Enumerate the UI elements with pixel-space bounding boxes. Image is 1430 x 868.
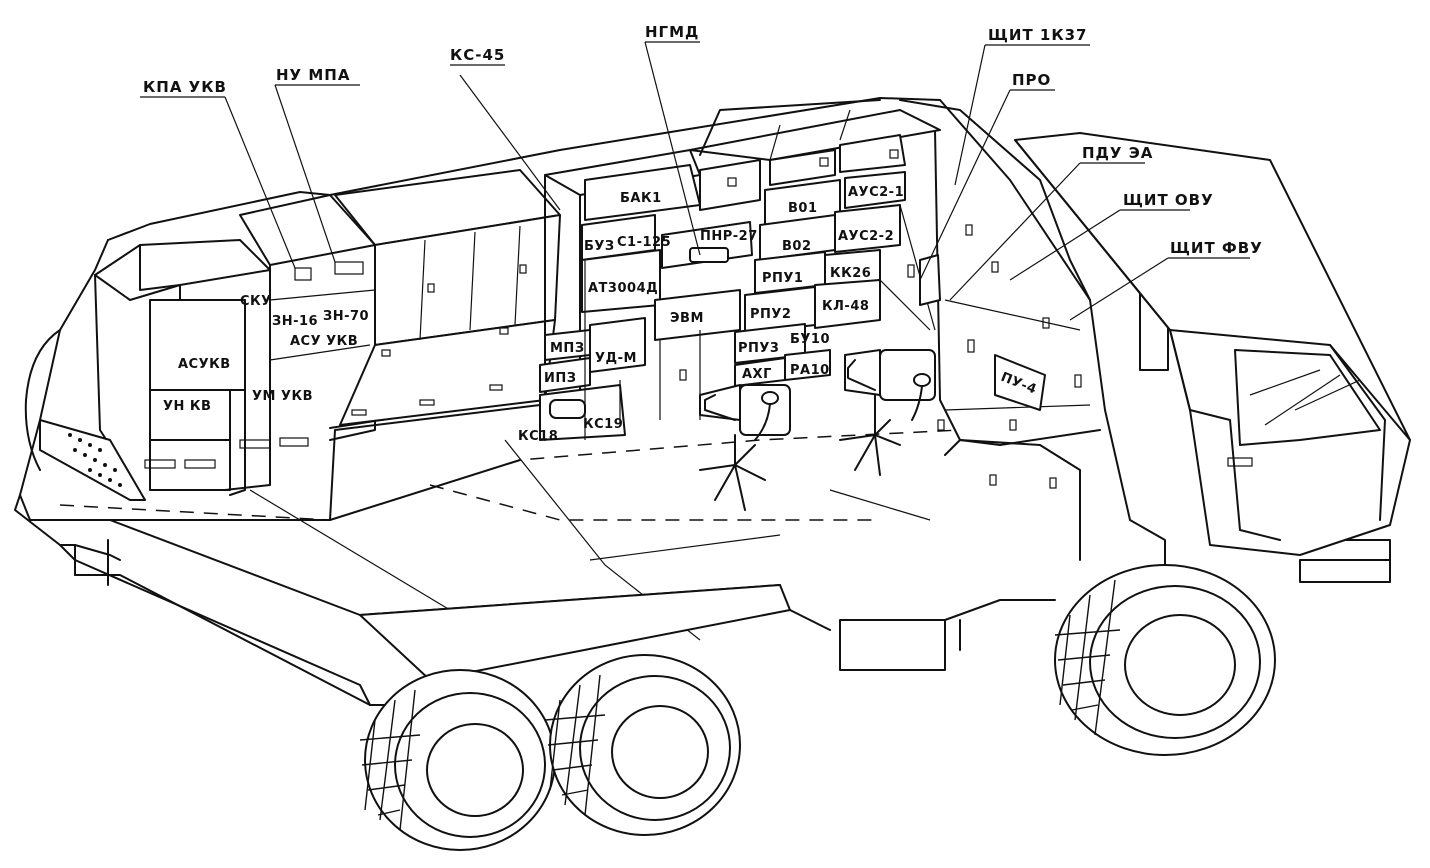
unit-bu10: БУ10 <box>790 332 830 347</box>
unit-ud-m: УД-М <box>595 351 637 366</box>
unit-um-ukv: УМ УКВ <box>252 389 313 404</box>
callout-pdu-ea: ПДУ ЭА <box>1082 144 1153 162</box>
unit-un-kv: УН КВ <box>163 399 211 414</box>
unit-kk26: КК26 <box>830 266 871 281</box>
unit-zn16: ЗН-16 <box>272 314 318 329</box>
callout-pro: ПРО <box>1012 71 1051 89</box>
unit-pnr27: ПНР-27 <box>700 229 758 244</box>
rear-wheel-2 <box>544 654 741 836</box>
front-panel-vents <box>39 419 146 501</box>
unit-acu-kv: АСУКВ <box>178 357 231 372</box>
unit-ipz: ИПЗ <box>544 371 577 386</box>
unit-buz: БУЗ <box>584 239 615 254</box>
unit-rpu3: РПУ3 <box>738 341 779 356</box>
callout-nu-mpa: НУ МПА <box>276 66 350 84</box>
unit-v01: В01 <box>788 201 818 216</box>
unit-evm: ЭВМ <box>670 311 704 326</box>
callout-kpa-ukv: КПА УКВ <box>143 78 227 96</box>
unit-ra10: РА10 <box>790 363 830 378</box>
right-upper-stack <box>689 99 941 387</box>
middle-cabinet <box>334 169 561 426</box>
unit-aus21: АУС2-1 <box>848 185 904 200</box>
unit-axg: АХГ <box>742 367 772 382</box>
unit-zn70: ЗН-70 <box>323 309 369 324</box>
unit-mpz: МПЗ <box>550 341 585 356</box>
unit-rpu2: РПУ2 <box>750 307 791 322</box>
unit-bak1: БАК1 <box>620 191 662 206</box>
operator-chair-right <box>839 349 936 476</box>
callout-ks45: КС-45 <box>450 46 505 64</box>
leader-lines <box>140 41 1250 321</box>
shelter-body <box>14 97 1391 706</box>
left-end-racks <box>39 239 271 501</box>
unit-rpu1: РПУ1 <box>762 271 803 286</box>
unit-kl48: КЛ-48 <box>822 299 869 314</box>
unit-s1-125: С1-125 <box>617 235 671 250</box>
rear-wheel-1 <box>359 669 556 851</box>
callout-shchit-fvu: ЩИТ ФВУ <box>1170 239 1263 257</box>
unit-aus22: АУС2-2 <box>838 229 894 244</box>
unit-at3004d: АТ3004Д <box>588 281 658 296</box>
center-equipment-stack <box>539 149 761 441</box>
unit-ks19: КС19 <box>583 417 623 432</box>
callout-shchit-ovu: ЩИТ ОВУ <box>1123 191 1214 209</box>
unit-acu-ukv: АСУ УКВ <box>290 334 358 349</box>
front-wheel <box>1054 564 1276 756</box>
unit-sku: СКУ <box>240 294 272 309</box>
callout-shchit-1k37: ЩИТ 1К37 <box>988 26 1087 44</box>
unit-ks18: КС18 <box>518 429 558 444</box>
operator-chair-left <box>699 384 791 511</box>
truck-cab <box>1014 132 1411 556</box>
unit-v02: В02 <box>782 239 812 254</box>
callout-ngmd: НГМД <box>645 23 699 41</box>
